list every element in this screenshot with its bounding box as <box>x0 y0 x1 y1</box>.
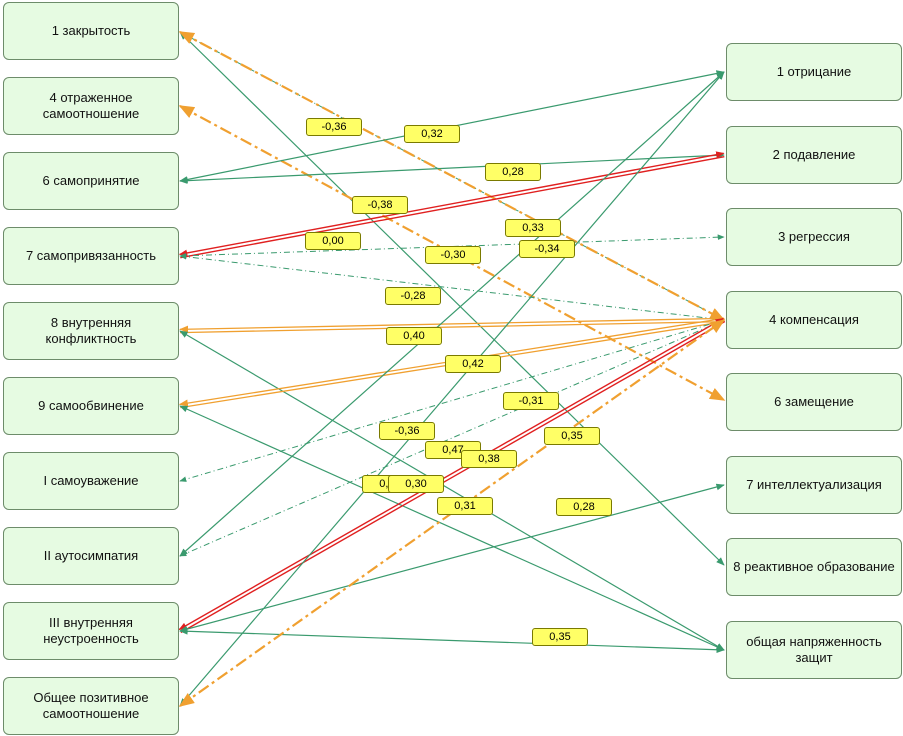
edge-value-label: 0,31 <box>437 497 493 515</box>
right-node-4: 4 компенсация <box>726 291 902 349</box>
right-node-1: 1 отрицание <box>726 43 902 101</box>
edge-L8-R1 <box>179 71 725 557</box>
node-label: I самоуважение <box>43 472 139 488</box>
node-label: 4 компенсация <box>769 311 859 327</box>
node-label: 4 отраженное самоотношение <box>42 89 140 121</box>
edge-value-label: -0,36 <box>379 422 435 440</box>
right-node-3: 3 регрессия <box>726 208 902 266</box>
left-node-8: II аутосимпатия <box>3 527 179 585</box>
right-node-2: 2 подавление <box>726 126 902 184</box>
edge-L1-R4 <box>178 31 726 321</box>
edge-value-label: 0,40 <box>386 327 442 345</box>
left-node-5: 8 внутренняя конфликтность <box>3 302 179 360</box>
edge-value-label: 0,35 <box>532 628 588 646</box>
node-label: 7 самопривязанность <box>25 247 157 263</box>
edge-value-label: 0,32 <box>404 125 460 143</box>
edge-L4-R2-a <box>180 155 725 259</box>
left-node-7: I самоуважение <box>3 452 179 510</box>
node-label: III внутренняя неустроенность <box>43 614 139 646</box>
left-node-2: 4 отраженное самоотношение <box>3 77 179 135</box>
left-node-6: 9 самообвинение <box>3 377 179 435</box>
edge-L10-R1 <box>179 71 725 707</box>
edge-L1-R7 <box>179 31 725 566</box>
left-node-3: 6 самопринятие <box>3 152 179 210</box>
node-label: 1 отрицание <box>776 63 852 79</box>
edge-L4-R4 <box>179 253 725 323</box>
edge-value-label: 0,28 <box>556 498 612 516</box>
edge-value-label: 0,28 <box>485 163 541 181</box>
node-label: 9 самообвинение <box>38 397 144 413</box>
node-label: общая напряженность защит <box>746 633 882 665</box>
node-label: 3 регрессия <box>778 228 850 244</box>
right-node-5: 6 замещение <box>726 373 902 431</box>
edge-value-label: -0,31 <box>503 392 559 410</box>
edge-value-label: -0,36 <box>306 118 362 136</box>
node-label: 7 интеллектуализация <box>746 476 882 492</box>
node-label: 6 замещение <box>774 393 854 409</box>
node-label: II аутосимпатия <box>43 547 139 563</box>
node-label: 2 подавление <box>772 146 856 162</box>
edge-value-label: -0,30 <box>425 246 481 264</box>
edge-value-label: -0,38 <box>352 196 408 214</box>
node-label: 8 внутренняя конфликтность <box>45 314 137 346</box>
edge-value-label: 0,42 <box>445 355 501 373</box>
edge-value-label: -0,34 <box>519 240 575 258</box>
edge-value-label: -0,28 <box>385 287 441 305</box>
left-node-10: Общее позитивное самоотношение <box>3 677 179 735</box>
edge-value-label: 0,00 <box>305 232 361 250</box>
left-node-9: III внутренняя неустроенность <box>3 602 179 660</box>
edge-value-label: 0,38 <box>461 450 517 468</box>
edge-L5-R8 <box>179 330 725 651</box>
right-node-6: 7 интеллектуализация <box>726 456 902 514</box>
left-node-1: 1 закрытость <box>3 2 179 60</box>
node-label: 8 реактивное образование <box>733 558 895 574</box>
right-node-8: общая напряженность защит <box>726 621 902 679</box>
edge-value-label: 0,33 <box>505 219 561 237</box>
node-label: Общее позитивное самоотношение <box>33 689 149 721</box>
node-label: 6 самопринятие <box>42 172 140 188</box>
edge-value-label: 0,30 <box>388 475 444 493</box>
left-node-4: 7 самопривязанность <box>3 227 179 285</box>
node-label: 1 закрытость <box>51 22 131 38</box>
right-node-7: 8 реактивное образование <box>726 538 902 596</box>
edge-value-label: 0,35 <box>544 427 600 445</box>
